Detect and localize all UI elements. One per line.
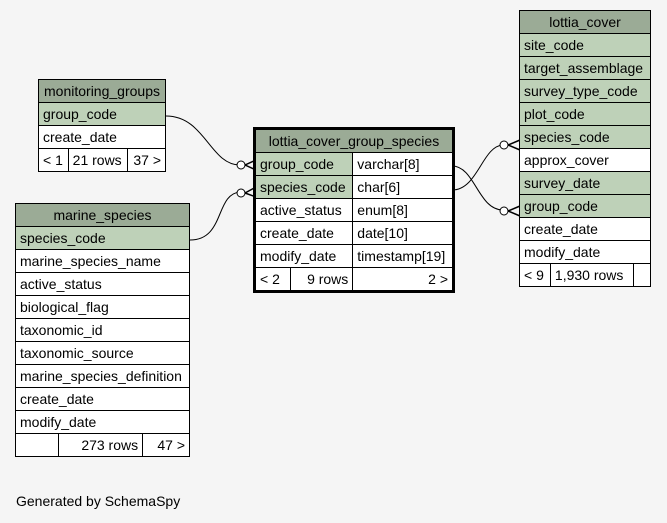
column-modify-date: modify_date: [15, 410, 190, 434]
column-group-code: group_code: [519, 194, 651, 218]
edge-crowsfoot-marker: [507, 205, 521, 217]
column-type: date[10]: [352, 221, 453, 245]
column-species-code: species_code: [254, 175, 354, 199]
edge-marine-species-species-code: [189, 191, 241, 241]
column-group-code: group_code: [254, 152, 354, 176]
parents-count[interactable]: < 2: [254, 267, 292, 291]
table-title[interactable]: lottia_cover_group_species: [255, 129, 453, 153]
column-type: enum[8]: [352, 198, 453, 222]
row-count: 9 rows: [290, 267, 354, 291]
column-create-date: create_date: [15, 387, 190, 411]
column-type: timestamp[19]: [352, 244, 453, 268]
column-marine-species-definition: marine_species_definition: [15, 364, 190, 388]
parents-count: [15, 433, 59, 457]
row-count: 273 rows: [57, 433, 144, 457]
column-plot-code: plot_code: [519, 102, 651, 126]
table-lottia-cover[interactable]: lottia_cover site_code target_assemblage…: [519, 10, 651, 287]
edge-crowsfoot-marker: [244, 159, 257, 171]
column-taxonomic-source: taxonomic_source: [15, 341, 190, 365]
edge-species-code-to-lottia-cover: [451, 144, 504, 191]
column-survey-type-code: survey_type_code: [519, 79, 651, 103]
table-monitoring-groups[interactable]: monitoring_groups group_code create_date…: [38, 79, 166, 172]
column-species-code: species_code: [15, 226, 190, 250]
column-create-date: create_date: [519, 217, 651, 241]
column-marine-species-name: marine_species_name: [15, 249, 190, 273]
column-target-assemblage: target_assemblage: [519, 56, 651, 80]
table-marine-species[interactable]: marine_species species_code marine_speci…: [15, 203, 190, 457]
children-count[interactable]: 47 >: [142, 433, 190, 457]
column-create-date: create_date: [254, 221, 354, 245]
table-title[interactable]: lottia_cover: [519, 10, 651, 34]
edge-optional-marker: [499, 140, 509, 150]
parents-count[interactable]: < 1: [38, 148, 69, 172]
edge-group-code-to-lottia-cover: [451, 165, 504, 211]
table-title[interactable]: marine_species: [15, 203, 190, 227]
column-approx-cover: approx_cover: [519, 148, 651, 172]
edge-optional-marker: [236, 160, 246, 170]
edge-monitoring-groups-group-code: [165, 115, 241, 166]
row-count: 1,930 rows: [549, 263, 635, 287]
column-type: char[6]: [352, 175, 453, 199]
column-group-code: group_code: [38, 102, 166, 126]
generated-by-text: Generated by SchemaSpy: [16, 493, 181, 509]
column-site-code: site_code: [519, 33, 651, 57]
parents-count[interactable]: < 9: [519, 263, 551, 287]
table-lottia-cover-group-species[interactable]: lottia_cover_group_species group_code va…: [253, 127, 455, 293]
column-biological-flag: biological_flag: [15, 295, 190, 319]
edge-optional-marker: [499, 206, 509, 216]
table-title[interactable]: monitoring_groups: [38, 79, 166, 103]
children-count[interactable]: 2 >: [352, 267, 453, 291]
row-count: 21 rows: [67, 148, 129, 172]
column-active-status: active_status: [254, 198, 354, 222]
column-survey-date: survey_date: [519, 171, 651, 195]
edge-crowsfoot-marker: [507, 139, 521, 151]
children-count[interactable]: 37 >: [127, 148, 166, 172]
column-modify-date: modify_date: [519, 240, 651, 264]
children-count: [633, 263, 651, 287]
column-modify-date: modify_date: [254, 244, 354, 268]
edge-optional-marker: [236, 188, 246, 198]
column-active-status: active_status: [15, 272, 190, 296]
column-species-code: species_code: [519, 125, 651, 149]
column-taxonomic-id: taxonomic_id: [15, 318, 190, 342]
edge-crowsfoot-marker: [244, 186, 257, 198]
column-type: varchar[8]: [352, 152, 453, 176]
column-create-date: create_date: [38, 125, 166, 149]
